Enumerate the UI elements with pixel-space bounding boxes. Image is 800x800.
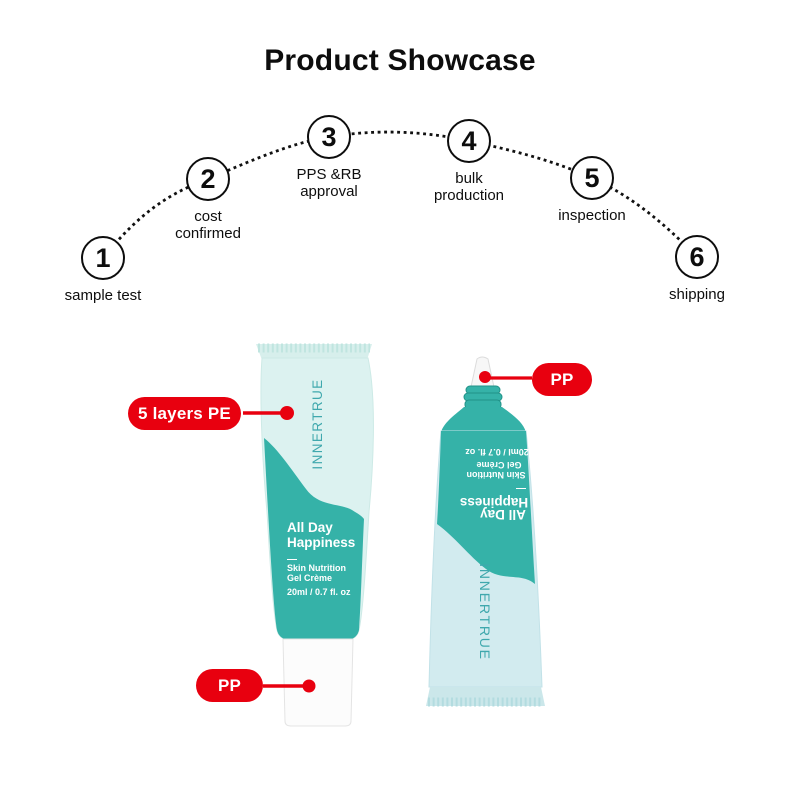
step-number: 2 <box>200 163 216 194</box>
callout-badge-nozzle-material: PP <box>532 363 592 396</box>
step-circle-6: 6 <box>675 235 719 279</box>
brand-text-vertical: INNERTRUE <box>310 378 325 469</box>
label-divider-flipped: — <box>516 483 526 494</box>
callout-badge-cap-material: PP <box>196 669 263 702</box>
product-desc-line2-flipped: Gel Crème <box>476 460 521 470</box>
tube-neck-threads <box>463 385 503 410</box>
tube-shoulder <box>441 407 526 432</box>
step-circle-2: 2 <box>186 157 230 201</box>
product-desc-line2: Gel Crème <box>287 573 332 583</box>
callout-dot-body <box>280 406 294 420</box>
step-label-2: cost confirmed <box>175 208 241 242</box>
step-circle-1: 1 <box>81 236 125 280</box>
step-label-1: sample test <box>64 287 142 304</box>
product-name-line2: Happiness <box>287 535 355 550</box>
product-name-line1-flipped: All Day <box>480 507 526 522</box>
product-volume-flipped: 20ml / 0.7 fl. oz <box>465 447 529 457</box>
page-title: Product Showcase <box>264 44 536 77</box>
brand-text-vertical-flipped: INNERTRUE <box>477 563 493 661</box>
process-step-3: 3 PPS &RB approval <box>249 115 409 200</box>
product-name-line2-flipped: Happiness <box>460 495 528 510</box>
process-step-6: 6 shipping <box>617 235 777 303</box>
tube-crimp-seal-inverted <box>426 687 545 706</box>
callout-connectors <box>243 371 532 693</box>
step-circle-3: 3 <box>307 115 351 159</box>
step-number: 6 <box>689 241 705 272</box>
step-number: 3 <box>321 121 337 152</box>
callout-dot-nozzle <box>479 371 491 383</box>
step-number: 5 <box>584 162 600 193</box>
process-step-4: 4 bulk production <box>389 119 549 204</box>
product-volume: 20ml / 0.7 fl. oz <box>287 587 351 597</box>
tube-cap <box>282 638 354 727</box>
step-label-5: inspection <box>558 207 626 224</box>
callout-badge-body-material: 5 layers PE <box>128 397 241 430</box>
step-number: 1 <box>95 242 111 273</box>
step-label-6: shipping <box>669 286 725 303</box>
step-number: 4 <box>461 125 477 156</box>
product-desc-line1: Skin Nutrition <box>287 563 346 573</box>
step-circle-5: 5 <box>570 156 614 200</box>
process-step-2: 2 cost confirmed <box>128 157 288 242</box>
step-label-3: PPS &RB approval <box>296 166 362 200</box>
tube-teal-section-inverted <box>437 431 535 584</box>
process-step-1: 1 sample test <box>23 236 183 304</box>
step-circle-4: 4 <box>447 119 491 163</box>
process-step-5: 5 inspection <box>512 156 672 224</box>
tube-upright: INNERTRUE All Day Happiness — Skin Nutri… <box>256 343 374 727</box>
tube-teal-section <box>264 438 364 640</box>
product-desc-line1-flipped: Skin Nutrition <box>467 470 526 480</box>
label-divider: — <box>287 554 297 565</box>
callout-dot-cap <box>302 679 316 693</box>
step-label-4: bulk production <box>433 170 505 204</box>
tube-inverted: 20ml / 0.7 fl. oz Gel Crème Skin Nutriti… <box>426 356 545 707</box>
product-name-line1: All Day <box>287 520 333 535</box>
